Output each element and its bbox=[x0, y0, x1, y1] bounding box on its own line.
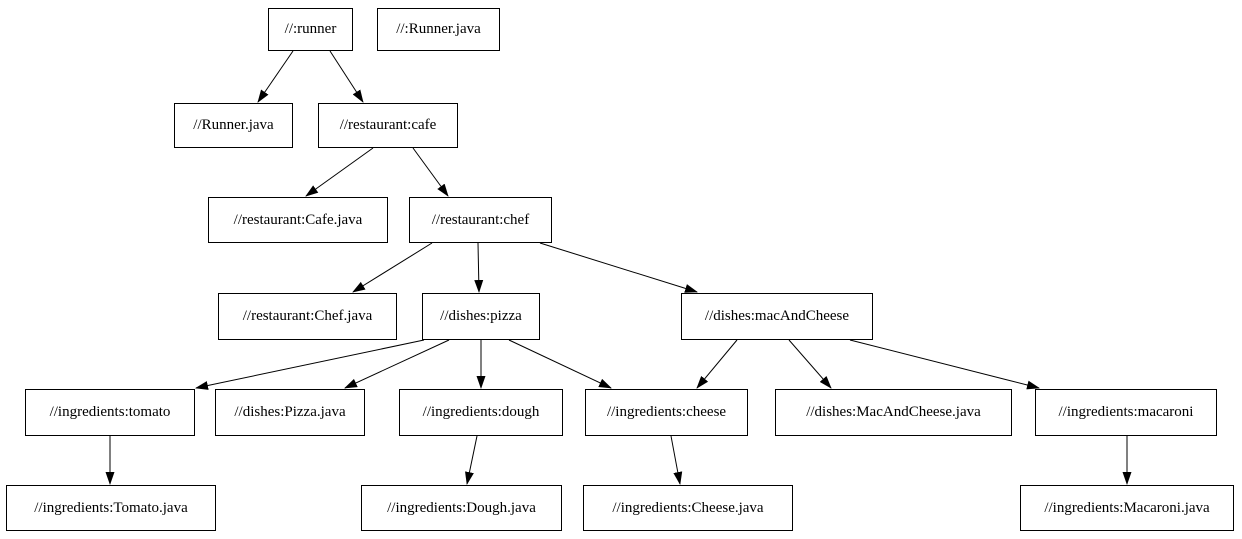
graph-node-chef-java: //restaurant:Chef.java bbox=[218, 293, 397, 340]
graph-node-runner-java-root: //:Runner.java bbox=[377, 8, 500, 51]
node-label-runner-java-root: //:Runner.java bbox=[396, 21, 481, 37]
graph-edge-cafe-to-chef bbox=[412, 147, 449, 197]
node-label-cheese: //ingredients:cheese bbox=[606, 404, 727, 420]
graph-edge-chef-to-pizza bbox=[474, 242, 484, 293]
graph-node-runner-java: //Runner.java bbox=[174, 103, 293, 148]
graph-node-cafe: //restaurant:cafe bbox=[318, 103, 458, 148]
graph-node-cheese: //ingredients:cheese bbox=[585, 389, 748, 436]
graph-node-dough-java: //ingredients:Dough.java bbox=[361, 485, 562, 531]
graph-node-macaroni: //ingredients:macaroni bbox=[1035, 389, 1217, 436]
node-label-macaroni: //ingredients:macaroni bbox=[1058, 404, 1194, 420]
node-label-runner: //:runner bbox=[284, 21, 337, 37]
graph-edge-runner-to-runner-java bbox=[257, 50, 294, 103]
node-label-macandcheese: //dishes:macAndCheese bbox=[704, 308, 850, 324]
graph-node-pizza-java: //dishes:Pizza.java bbox=[215, 389, 365, 436]
graph-node-macaroni-java: //ingredients:Macaroni.java bbox=[1020, 485, 1234, 531]
node-label-pizza: //dishes:pizza bbox=[440, 308, 522, 324]
edge-group bbox=[105, 50, 1132, 485]
graph-node-runner: //:runner bbox=[268, 8, 353, 51]
node-label-chef: //restaurant:chef bbox=[431, 211, 530, 228]
graph-edge-macandcheese-to-macandcheese-java bbox=[788, 339, 832, 389]
node-label-tomato-java: //ingredients:Tomato.java bbox=[34, 499, 188, 516]
node-label-runner-java: //Runner.java bbox=[193, 117, 274, 133]
graph-node-tomato-java: //ingredients:Tomato.java bbox=[6, 485, 216, 531]
graph-edge-pizza-to-cheese bbox=[508, 339, 612, 389]
graph-edge-dough-to-dough-java bbox=[465, 435, 478, 485]
node-label-cafe-java: //restaurant:Cafe.java bbox=[233, 211, 363, 228]
graph-edge-pizza-to-tomato bbox=[195, 339, 425, 390]
node-label-dough: //ingredients:dough bbox=[422, 404, 540, 420]
graph-edge-cafe-to-cafe-java bbox=[305, 147, 374, 197]
node-label-pizza-java: //dishes:Pizza.java bbox=[234, 404, 346, 420]
graph-node-tomato: //ingredients:tomato bbox=[25, 389, 195, 436]
graph-edge-runner-to-cafe bbox=[329, 50, 364, 103]
graph-node-chef: //restaurant:chef bbox=[409, 197, 552, 243]
graph-edge-pizza-to-pizza-java bbox=[344, 339, 450, 389]
node-label-chef-java: //restaurant:Chef.java bbox=[242, 308, 373, 324]
graph-node-cheese-java: //ingredients:Cheese.java bbox=[583, 485, 793, 531]
graph-node-dough: //ingredients:dough bbox=[399, 389, 563, 436]
graph-edge-macandcheese-to-macaroni bbox=[849, 339, 1040, 390]
node-label-dough-java: //ingredients:Dough.java bbox=[387, 499, 536, 516]
graph-edge-chef-to-chef-java bbox=[352, 242, 433, 293]
graph-node-cafe-java: //restaurant:Cafe.java bbox=[208, 197, 388, 243]
node-label-macandcheese-java: //dishes:MacAndCheese.java bbox=[806, 404, 981, 420]
node-label-macaroni-java: //ingredients:Macaroni.java bbox=[1044, 499, 1210, 516]
graph-edge-chef-to-macandcheese bbox=[539, 242, 698, 293]
graph-edge-macandcheese-to-cheese bbox=[696, 339, 738, 389]
graph-edge-cheese-to-cheese-java bbox=[670, 435, 683, 485]
graph-node-macandcheese: //dishes:macAndCheese bbox=[681, 293, 873, 340]
node-label-tomato: //ingredients:tomato bbox=[49, 404, 171, 420]
graph-node-pizza: //dishes:pizza bbox=[422, 293, 540, 340]
node-label-cheese-java: //ingredients:Cheese.java bbox=[612, 499, 764, 516]
graph-node-macandcheese-java: //dishes:MacAndCheese.java bbox=[775, 389, 1012, 436]
node-label-cafe: //restaurant:cafe bbox=[339, 117, 437, 133]
